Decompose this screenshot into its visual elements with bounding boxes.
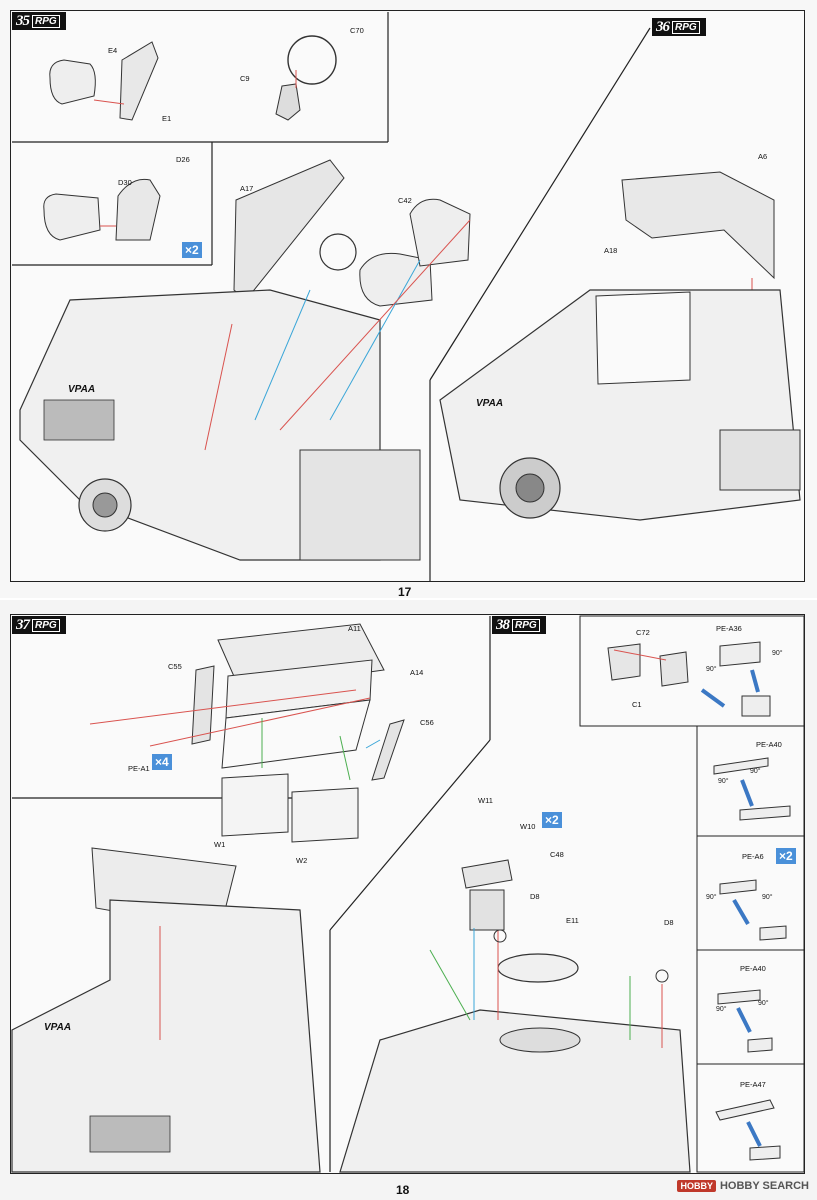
- part-label: W10: [520, 822, 536, 831]
- angle-mark: 90°: [762, 894, 773, 901]
- step-35-badge: 35 RPG: [12, 12, 66, 30]
- quantity-badge: ×2: [182, 242, 202, 258]
- angle-mark: 90°: [718, 778, 729, 785]
- part-label: C42: [398, 196, 412, 205]
- part-label: PE-A1: [128, 764, 150, 773]
- part-label: PE-A47: [740, 1080, 766, 1089]
- page-18-drawing: [11, 615, 805, 1173]
- watermark-text: HOBBY SEARCH: [719, 1180, 809, 1192]
- step-35-number: 35: [16, 12, 30, 29]
- angle-mark: 90°: [772, 650, 783, 657]
- page-number: 18: [396, 1183, 410, 1197]
- part-label: A14: [410, 668, 424, 677]
- step-35-brand: RPG: [32, 14, 60, 28]
- vehicle-marking: VPAA: [68, 384, 96, 395]
- page-17: 35 RPG 36 RPG E4 E1 C70 C9 D26 D30 A17 C…: [10, 10, 805, 599]
- part-label: C70: [350, 26, 364, 35]
- part-label: PE-A36: [716, 624, 742, 633]
- angle-mark: 90°: [750, 768, 761, 775]
- page-17-drawing: [12, 12, 801, 582]
- part-label: W1: [214, 840, 226, 849]
- step-36-badge: 36 RPG: [652, 18, 706, 36]
- part-label: E1: [162, 114, 172, 123]
- part-label: E4: [108, 46, 118, 55]
- part-label: A18: [604, 246, 618, 255]
- part-label: D26: [176, 155, 190, 164]
- angle-mark: 90°: [716, 1006, 727, 1013]
- part-label: A17: [240, 184, 254, 193]
- part-label: PE-A6: [742, 852, 764, 861]
- part-label: E11: [566, 916, 579, 925]
- watermark: HOBBY HOBBY SEARCH: [677, 1180, 809, 1192]
- quantity-badge: ×2: [542, 812, 562, 828]
- part-label: W2: [296, 856, 308, 865]
- angle-mark: 90°: [706, 666, 717, 673]
- quantity-badge: ×2: [776, 848, 796, 864]
- part-label: C56: [420, 718, 434, 727]
- step-37-badge: 37 RPG: [12, 616, 66, 634]
- page-number: 17: [398, 585, 412, 599]
- part-label: D8: [664, 918, 674, 927]
- vehicle-marking: VPAA: [476, 398, 504, 409]
- watermark-logo: HOBBY: [677, 1180, 716, 1192]
- step-38-number: 38: [496, 616, 510, 633]
- angle-mark: 90°: [758, 1000, 769, 1007]
- part-label: C48: [550, 850, 564, 859]
- part-label: A6: [758, 152, 768, 161]
- part-label: A11: [348, 624, 361, 633]
- part-label: C1: [632, 700, 642, 709]
- part-label: W11: [478, 796, 493, 805]
- quantity-badge: ×4: [152, 754, 172, 770]
- step-36-number: 36: [656, 18, 670, 35]
- part-label: D30: [118, 178, 132, 187]
- angle-mark: 90°: [706, 894, 717, 901]
- step-38-brand: RPG: [512, 618, 540, 632]
- part-label: C72: [636, 628, 650, 637]
- page-18: 37 RPG 38 RPG A11 A14 C55 C56 PE-A1 ×4 W…: [0, 600, 817, 1200]
- vehicle-marking: VPAA: [44, 1022, 72, 1033]
- part-label: PE-A40: [756, 740, 782, 749]
- step-37-number: 37: [16, 616, 30, 633]
- step-37-brand: RPG: [32, 618, 60, 632]
- part-label: PE-A40: [740, 964, 766, 973]
- part-label: C55: [168, 662, 182, 671]
- step-38-badge: 38 RPG: [492, 616, 546, 634]
- part-label: D8: [530, 892, 540, 901]
- part-label: C9: [240, 74, 250, 83]
- step-36-brand: RPG: [672, 20, 700, 34]
